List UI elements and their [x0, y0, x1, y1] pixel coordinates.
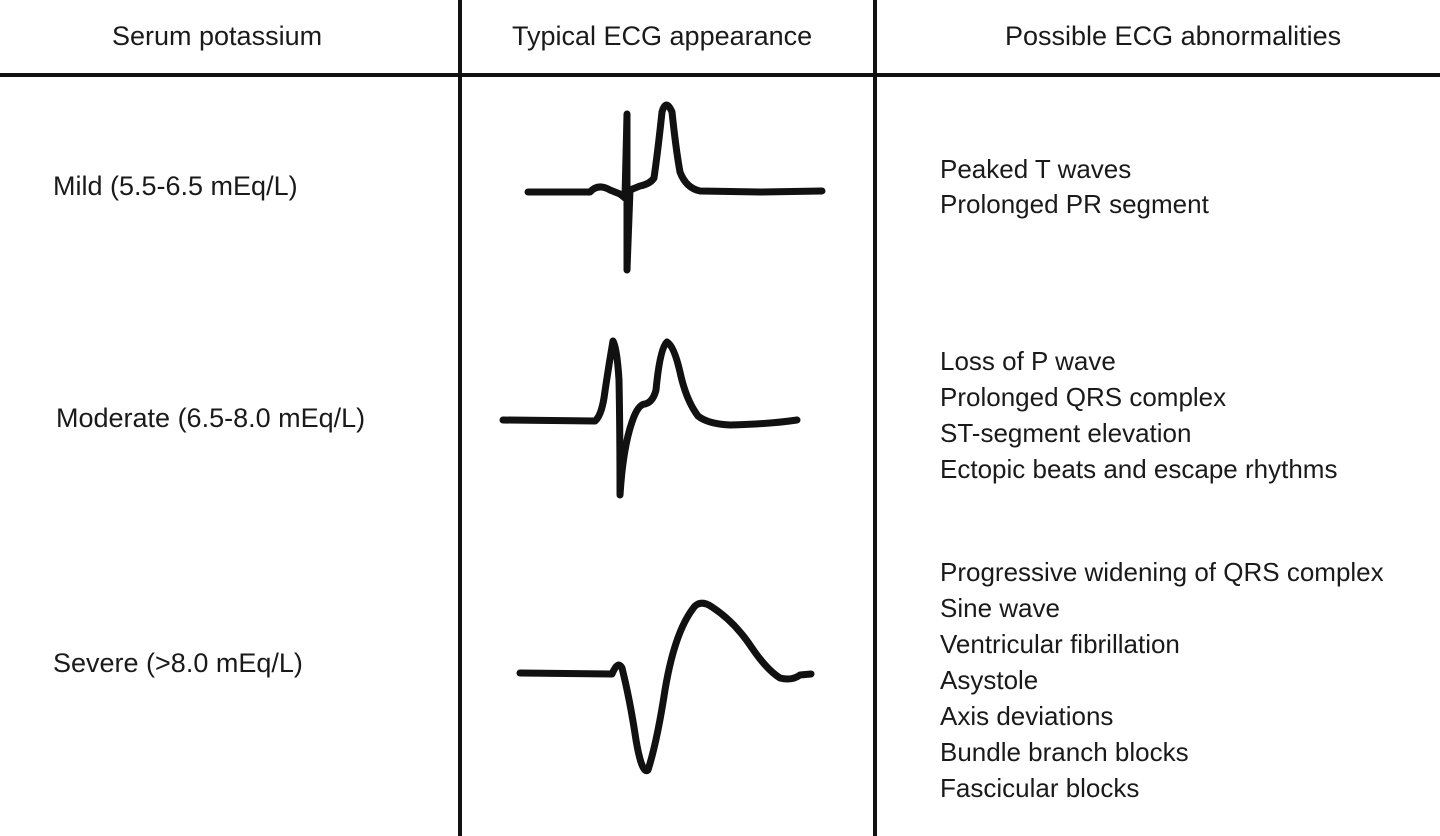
- header-possible-abnormalities: Possible ECG abnormalities: [1005, 21, 1342, 51]
- list-item: Progressive widening of QRS complex: [940, 557, 1384, 587]
- row-moderate-level: Moderate (6.5-8.0 mEq/L): [56, 403, 366, 433]
- row-severe-abnormalities: Progressive widening of QRS complex Sine…: [940, 554, 1384, 806]
- ecg-severe-trace: [516, 599, 815, 775]
- ecg-mild-trace: [524, 101, 826, 274]
- header-serum-potassium: Serum potassium: [112, 21, 323, 51]
- list-item: Asystole: [940, 665, 1039, 695]
- list-item: Prolonged QRS complex: [940, 382, 1227, 412]
- list-item: Ventricular fibrillation: [940, 629, 1180, 659]
- list-item: Axis deviations: [940, 701, 1114, 731]
- list-item: Sine wave: [940, 593, 1060, 623]
- row-moderate-abnormalities: Loss of P wave Prolonged QRS complex ST-…: [940, 343, 1337, 487]
- column-divider-right: [873, 0, 877, 836]
- list-item: Prolonged PR segment: [940, 189, 1209, 219]
- list-item: Fascicular blocks: [940, 773, 1140, 803]
- row-severe-level: Severe (>8.0 mEq/L): [53, 648, 303, 678]
- list-item: Ectopic beats and escape rhythms: [940, 454, 1338, 484]
- header-divider: [0, 73, 1440, 77]
- list-item: Bundle branch blocks: [940, 737, 1189, 767]
- list-item: Peaked T waves: [940, 154, 1132, 184]
- row-mild-abnormalities: Peaked T waves Prolonged PR segment: [940, 152, 1209, 222]
- list-item: ST-segment elevation: [940, 418, 1192, 448]
- ecg-moderate-trace: [499, 337, 801, 499]
- column-divider-left: [458, 0, 462, 836]
- row-mild-level: Mild (5.5-6.5 mEq/L): [53, 171, 298, 201]
- list-item: Loss of P wave: [940, 346, 1116, 376]
- header-typical-ecg: Typical ECG appearance: [512, 21, 813, 51]
